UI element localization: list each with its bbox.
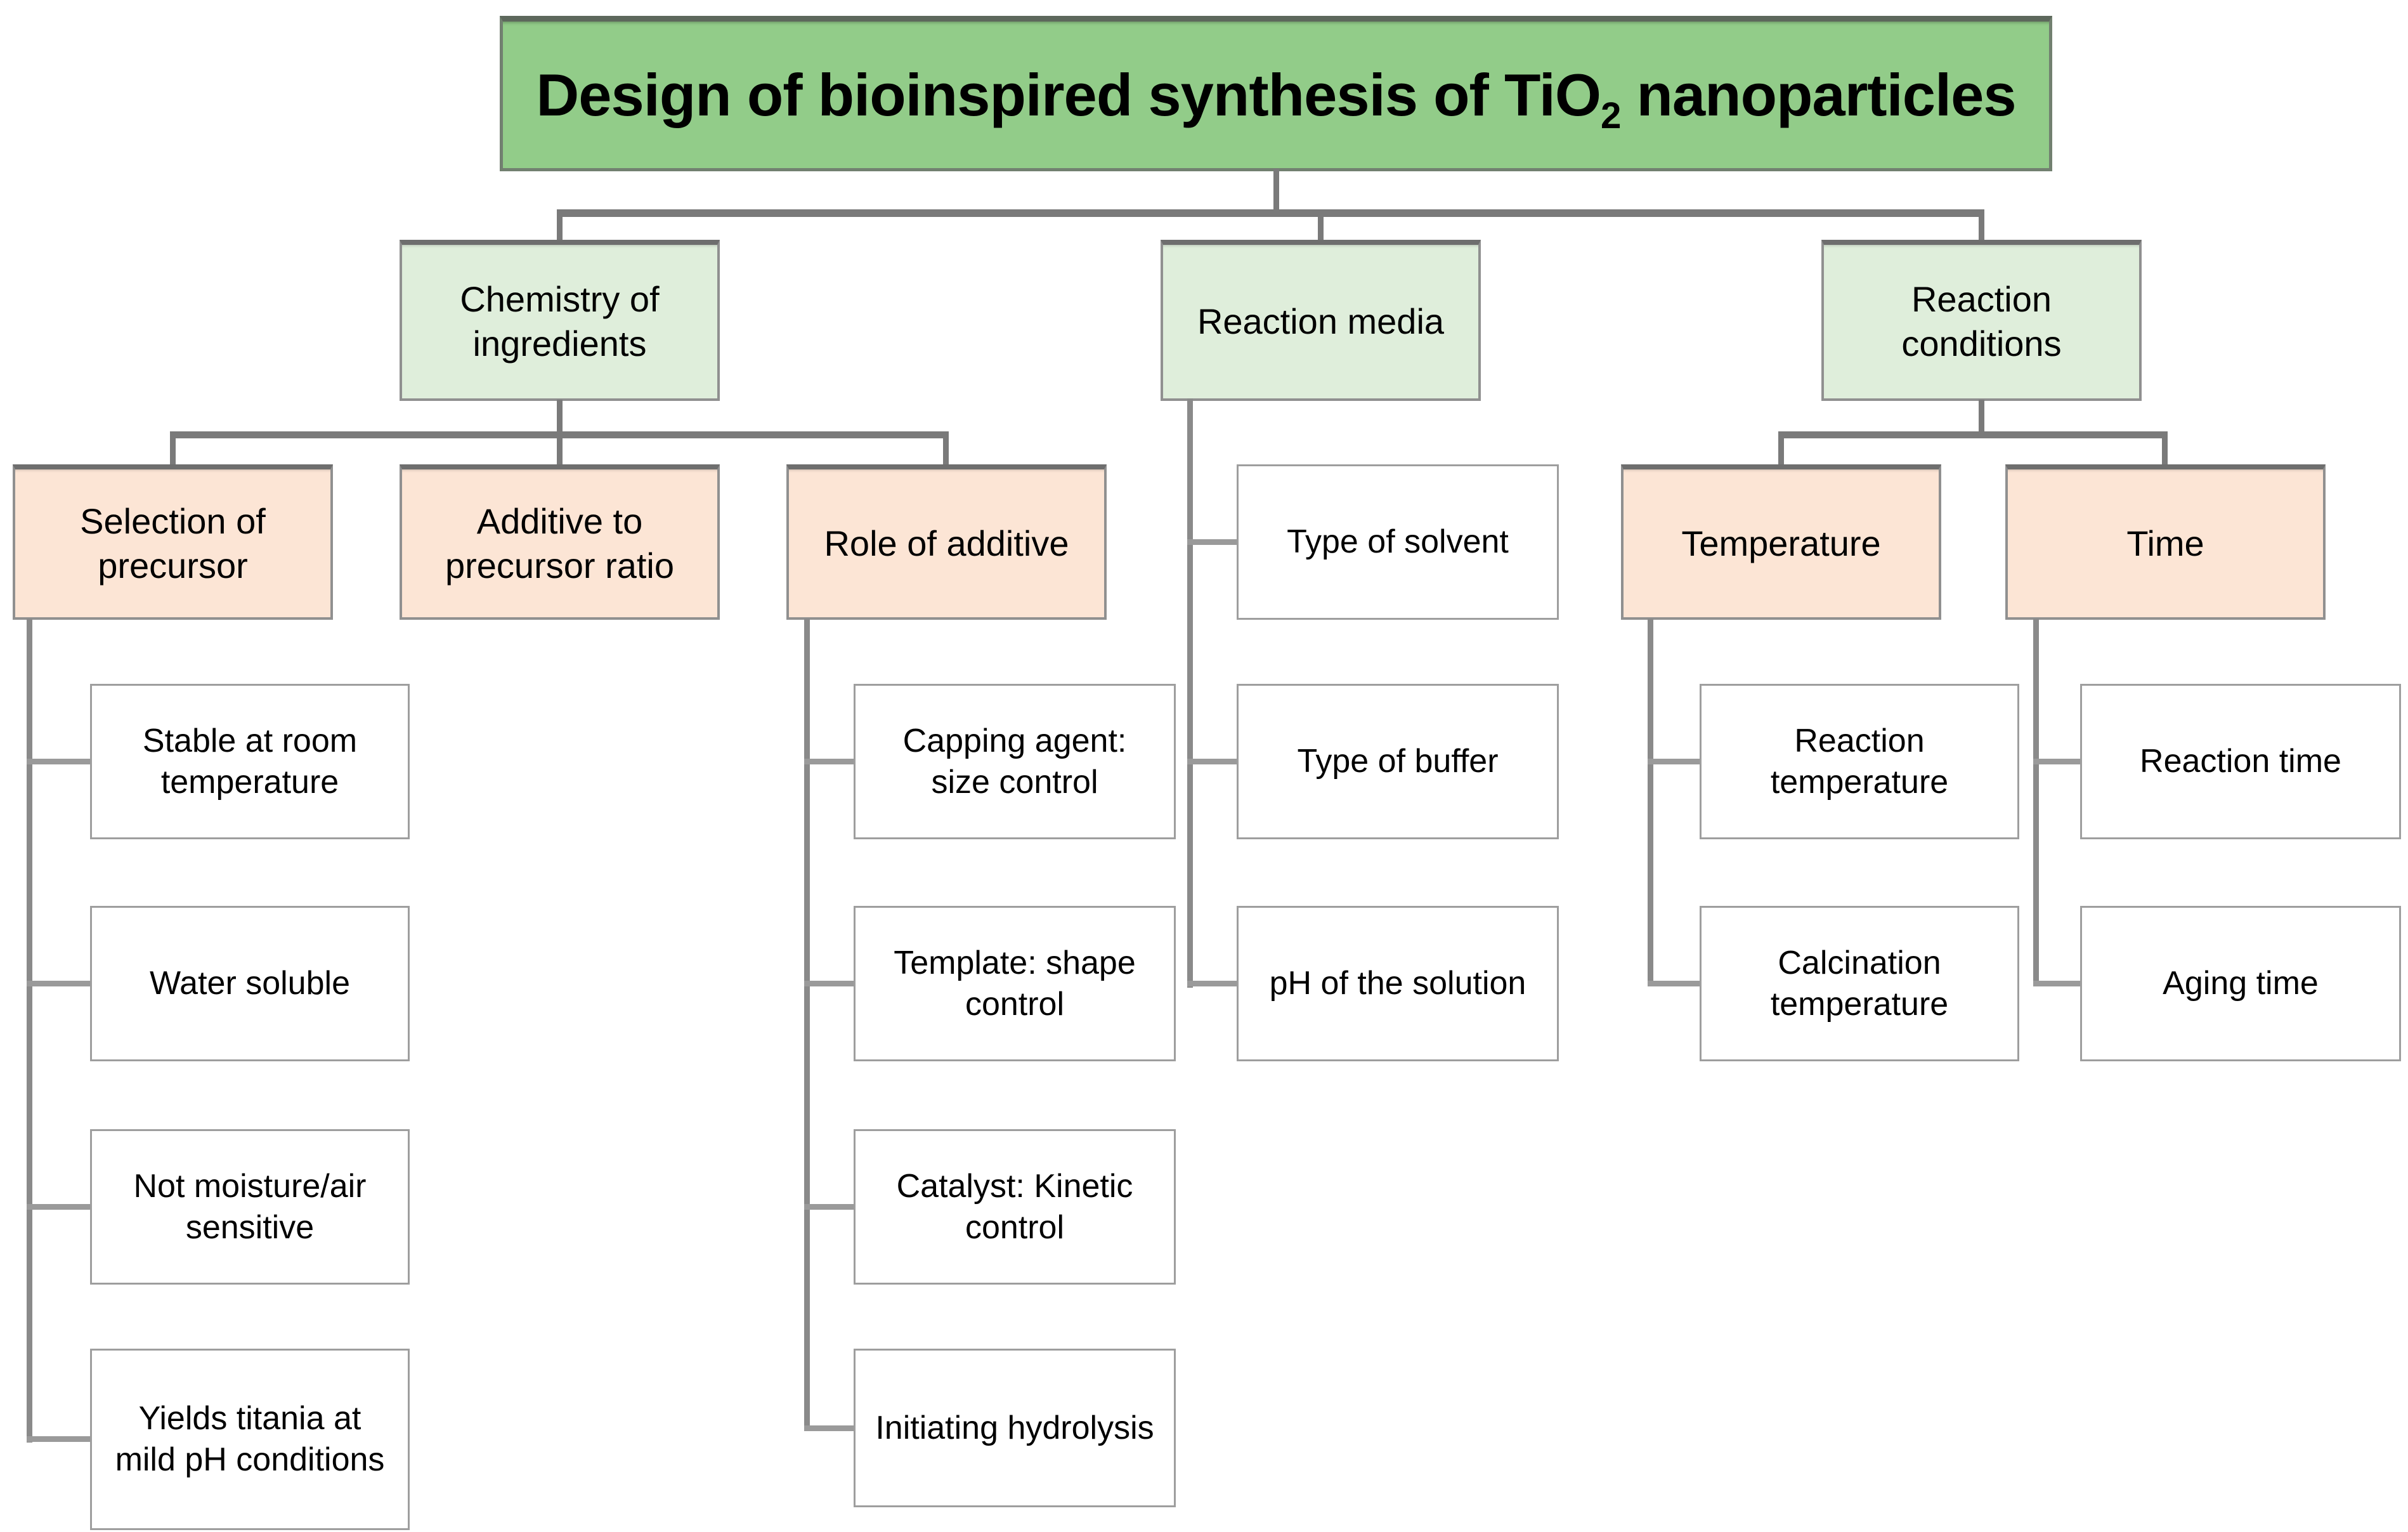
stub-type-of-solvent: [1187, 539, 1237, 545]
node-time: Time: [2005, 464, 2326, 620]
stub-calcination-temperature: [1648, 981, 1700, 986]
connector-conditions-drop: [1979, 400, 1984, 433]
node-template-shape-control: Template: shape control: [854, 906, 1176, 1061]
stub-yields: [27, 1436, 90, 1442]
connector-drop-selection: [170, 438, 176, 466]
connector-drop-reaction-conditions: [1979, 217, 1984, 241]
node-stable-at-room-temperature: Stable at room temperature: [90, 684, 410, 839]
connector-top-bar: [557, 209, 1984, 217]
trunk-temperature: [1648, 619, 1653, 986]
node-reaction-temperature: Reaction temperature: [1700, 684, 2019, 839]
stub-reaction-time: [2033, 759, 2080, 764]
node-reaction-media: Reaction media: [1161, 240, 1481, 401]
connector-chemistry-bar: [170, 431, 949, 438]
trunk-role: [804, 619, 810, 1431]
node-chemistry-of-ingredients: Chemistry of ingredients: [400, 240, 720, 401]
stub-type-of-buffer: [1187, 759, 1237, 764]
node-not-moisture-air-sensitive: Not moisture/air sensitive: [90, 1129, 410, 1285]
node-temperature: Temperature: [1621, 464, 1941, 620]
node-initiating-hydrolysis: Initiating hydrolysis: [854, 1349, 1176, 1507]
connector-drop-additive: [557, 438, 563, 466]
node-reaction-time: Reaction time: [2080, 684, 2401, 839]
trunk-reaction-media: [1187, 398, 1193, 988]
node-yields-titania-mild-ph: Yields titania at mild pH conditions: [90, 1349, 410, 1530]
node-reaction-conditions: Reaction conditions: [1821, 240, 2142, 401]
connector-drop-chemistry: [557, 217, 563, 241]
node-selection-of-precursor: Selection of precursor: [13, 464, 333, 620]
connector-drop-role: [943, 438, 949, 466]
node-role-of-additive: Role of additive: [786, 464, 1107, 620]
connector-chemistry-drop: [557, 400, 563, 433]
node-catalyst-kinetic-control: Catalyst: Kinetic control: [854, 1129, 1176, 1285]
node-calcination-temperature: Calcination temperature: [1700, 906, 2019, 1061]
stub-water-soluble: [27, 981, 90, 986]
node-type-of-solvent: Type of solvent: [1237, 464, 1559, 620]
trunk-selection: [27, 619, 32, 1443]
node-aging-time: Aging time: [2080, 906, 2401, 1061]
stub-capping: [804, 759, 854, 764]
connector-drop-reaction-media: [1318, 217, 1324, 241]
stub-not-moisture: [27, 1204, 90, 1210]
stub-ph-solution: [1187, 981, 1237, 986]
connector-root-drop: [1273, 169, 1279, 211]
connector-drop-time: [2162, 438, 2168, 466]
stub-catalyst: [804, 1204, 854, 1210]
connector-conditions-bar: [1778, 431, 2168, 438]
stub-template: [804, 981, 854, 986]
root-title-text: Design of bioinspired synthesis of TiO2 …: [536, 61, 2016, 136]
stub-initiating: [804, 1425, 854, 1431]
node-additive-to-precursor-ratio: Additive to precursor ratio: [400, 464, 720, 620]
stub-reaction-temperature: [1648, 759, 1700, 764]
node-root-title: Design of bioinspired synthesis of TiO2 …: [500, 16, 2052, 171]
connector-drop-temperature: [1778, 438, 1784, 466]
node-type-of-buffer: Type of buffer: [1237, 684, 1559, 839]
node-ph-of-the-solution: pH of the solution: [1237, 906, 1559, 1061]
node-capping-agent-size-control: Capping agent: size control: [854, 684, 1176, 839]
stub-aging-time: [2033, 981, 2080, 986]
stub-stable: [27, 759, 90, 764]
tio2-subscript: 2: [1600, 95, 1621, 136]
trunk-time: [2033, 619, 2039, 986]
node-water-soluble: Water soluble: [90, 906, 410, 1061]
